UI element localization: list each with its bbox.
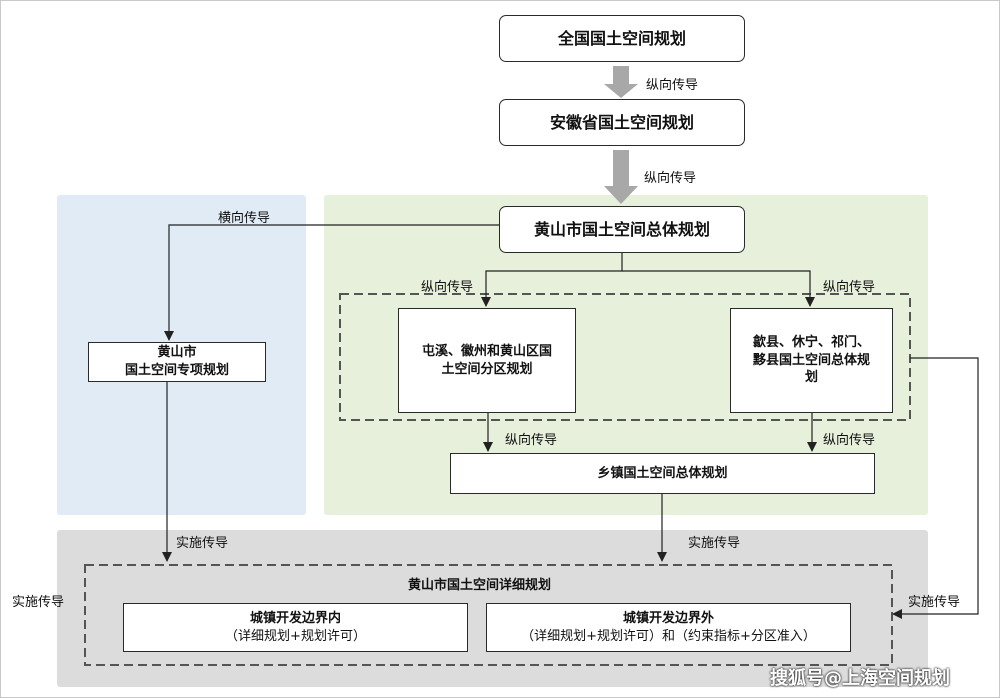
county-line3: 划	[804, 370, 818, 386]
vertical-label-6: 纵向传导	[823, 433, 876, 448]
province-plan-box: 安徽省国土空间规划	[499, 99, 745, 146]
district-plan-box: 屯溪、徽州和黄山区国 土空间分区规划	[398, 308, 576, 413]
outside-boundary-sub: （详细规划+规划许可）和（约束指标+分区准入）	[521, 628, 816, 644]
master-to-county-line	[622, 270, 815, 307]
city-master-plan-label: 黄山市国土空间总体规划	[533, 219, 710, 239]
horizontal-label: 横向传导	[218, 211, 271, 226]
vertical-label-5: 纵向传导	[505, 433, 558, 448]
implement-label-3: 实施传导	[12, 595, 65, 610]
inside-boundary-title: 城镇开发边界内	[249, 610, 341, 626]
national-plan-box: 全国国土空间规划	[499, 15, 745, 62]
implement-label-4: 实施传导	[908, 595, 961, 610]
province-to-city-arrow	[604, 150, 638, 204]
outside-boundary-title: 城镇开发边界外	[622, 610, 714, 626]
county-plan-box: 歙县、休宁、祁门、 黟县国土空间总体规 划	[730, 308, 893, 413]
county-to-detail-line	[892, 357, 979, 619]
horizontal-arrow-line	[164, 224, 499, 341]
vertical-label-3: 纵向传导	[421, 280, 474, 295]
city-special-line2: 国土空间专项规划	[124, 363, 229, 378]
county-line1: 歙县、休宁、祁门、	[752, 335, 870, 351]
inside-boundary-sub: （详细规划+规划许可）	[225, 628, 366, 644]
city-special-line1: 黄山市	[157, 345, 197, 361]
vertical-label-4: 纵向传导	[823, 280, 876, 295]
subregion-dashed-group	[339, 293, 911, 421]
detail-plan-title: 黄山市国土空间详细规划	[408, 578, 552, 593]
national-plan-label: 全国国土空间规划	[557, 28, 686, 48]
vertical-label-2: 纵向传导	[644, 171, 697, 186]
implement-label-1: 实施传导	[176, 536, 229, 551]
township-plan-box: 乡镇国土空间总体规划	[450, 453, 875, 494]
implement-label-2: 实施传导	[688, 536, 741, 551]
vertical-label-1: 纵向传导	[646, 78, 699, 93]
inside-boundary-box: 城镇开发边界内 （详细规划+规划许可）	[123, 603, 468, 652]
city-master-plan-box: 黄山市国土空间总体规划	[499, 206, 745, 253]
county-line2: 黟县国土空间总体规	[752, 352, 870, 368]
district-line1: 屯溪、徽州和黄山区国	[421, 343, 552, 359]
township-label: 乡镇国土空间总体规划	[597, 465, 728, 481]
province-plan-label: 安徽省国土空间规划	[549, 112, 694, 132]
watermark: 搜狐号@上海空间规划	[770, 668, 950, 689]
master-split-line	[481, 253, 623, 307]
district-line2: 土空间分区规划	[441, 361, 533, 377]
city-special-plan-box: 黄山市 国土空间专项规划	[88, 342, 266, 382]
national-to-province-arrow	[604, 66, 638, 98]
outside-boundary-box: 城镇开发边界外 （详细规划+规划许可）和（约束指标+分区准入）	[486, 603, 851, 652]
